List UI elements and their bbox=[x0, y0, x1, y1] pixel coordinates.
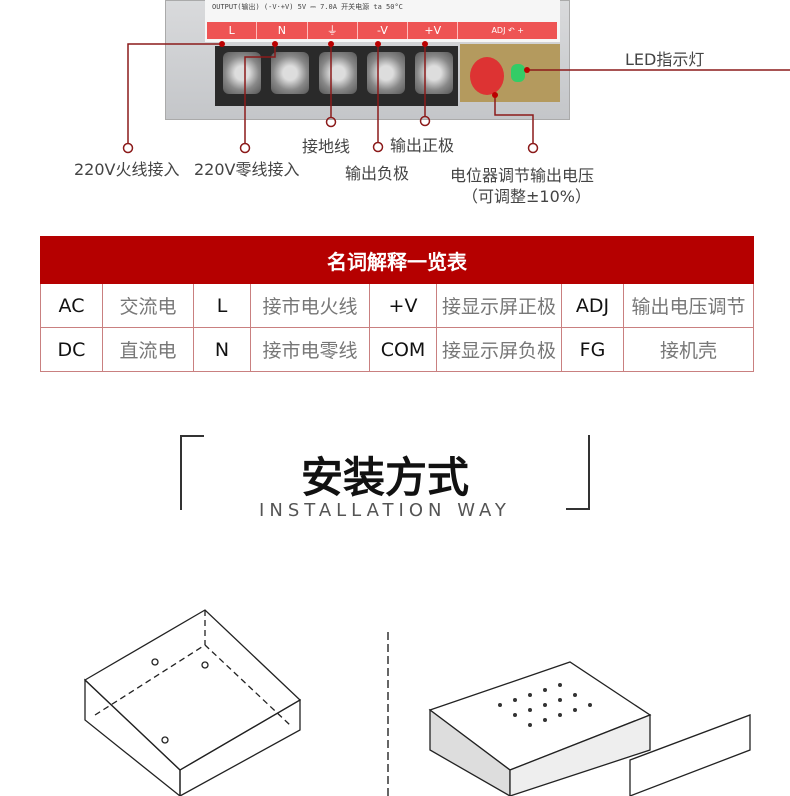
definition: 接机壳 bbox=[623, 327, 754, 372]
installation-subtitle-text: INSTALLATION WAY bbox=[251, 500, 519, 521]
definition: 接市电零线 bbox=[250, 327, 370, 372]
potentiometer-icon bbox=[470, 57, 504, 95]
term: AC bbox=[40, 283, 103, 328]
callout-potentiometer-range: （可调整±10%） bbox=[462, 187, 591, 206]
table-title: 名词解释一览表 bbox=[40, 236, 754, 284]
callout-live: 220V火线接入 bbox=[74, 160, 180, 179]
screw-icon bbox=[223, 52, 261, 94]
definition: 直流电 bbox=[102, 327, 194, 372]
callout-negative: 输出负极 bbox=[345, 164, 410, 183]
led-icon bbox=[511, 64, 525, 82]
definition: 接市电火线 bbox=[250, 283, 370, 328]
strip-ground-icon: ⏚ bbox=[308, 22, 358, 39]
device-label-text: OUTPUT(输出) (-V·+V) 5V ⎓ 7.0A 开关电源 ta 50°… bbox=[212, 3, 403, 11]
installation-subtitle: INSTALLATION WAY bbox=[180, 500, 590, 521]
strip-n: N bbox=[257, 22, 308, 39]
top-mount-diagram bbox=[428, 661, 751, 796]
side-mount-diagram bbox=[83, 609, 302, 796]
callout-potentiometer: 电位器调节输出电压 bbox=[450, 166, 595, 185]
callout-lines bbox=[122, 41, 790, 154]
terminal-block bbox=[215, 46, 458, 106]
installation-diagrams bbox=[83, 609, 751, 796]
strip-adj: ADJ ↶ + bbox=[491, 26, 524, 35]
callout-positive: 输出正极 bbox=[390, 136, 455, 155]
term: N bbox=[193, 327, 251, 372]
screw-icon bbox=[415, 52, 453, 94]
strip-pos: +V bbox=[408, 22, 459, 39]
definition: 接显示屏负极 bbox=[436, 327, 562, 372]
callout-neutral: 220V零线接入 bbox=[194, 160, 300, 179]
callout-led: LED指示灯 bbox=[625, 50, 705, 69]
screw-icon bbox=[271, 52, 309, 94]
strip-neg: -V bbox=[358, 22, 409, 39]
definition: 交流电 bbox=[102, 283, 194, 328]
installation-title: 安装方式 bbox=[300, 453, 469, 502]
term: FG bbox=[561, 327, 624, 372]
term: +V bbox=[369, 283, 437, 328]
term: ADJ bbox=[561, 283, 624, 328]
screw-icon bbox=[319, 52, 357, 94]
installation-frame bbox=[180, 435, 590, 510]
term: COM bbox=[369, 327, 437, 372]
term: L bbox=[193, 283, 251, 328]
strip-l: L bbox=[207, 22, 258, 39]
definition: 输出电压调节 bbox=[623, 283, 754, 328]
terminal-label-strip: L N ⏚ -V +V ADJ ↶ + bbox=[207, 22, 557, 39]
screw-icon bbox=[367, 52, 405, 94]
definition: 接显示屏正极 bbox=[436, 283, 562, 328]
callout-ground: 接地线 bbox=[302, 137, 351, 156]
term: DC bbox=[40, 327, 103, 372]
